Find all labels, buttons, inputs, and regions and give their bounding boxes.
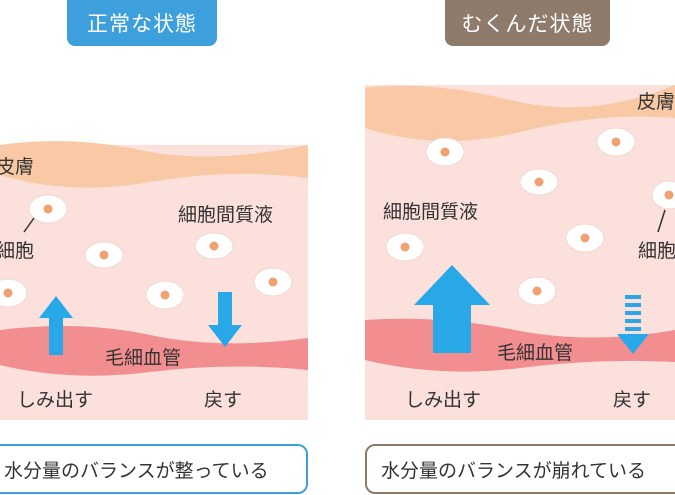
left-seep-arrow — [39, 296, 73, 355]
left-fluid-label: 細胞間質液 — [178, 204, 274, 226]
cell — [0, 278, 28, 308]
left-cell-label: 細胞 — [0, 240, 35, 262]
right-capillary-label: 毛細血管 — [497, 342, 574, 364]
left-cell-pointer-line — [23, 217, 35, 233]
swollen-state-caption: 水分量のバランスが崩れている — [365, 444, 675, 494]
left-skin-label: 皮膚 — [0, 156, 35, 178]
right-skin-label: 皮膚 — [637, 91, 675, 113]
left-capillary-label: 毛細血管 — [105, 347, 182, 369]
left-seep-label: しみ出す — [17, 389, 94, 411]
right-cell-label: 細胞 — [638, 240, 675, 262]
right-return-arrow-dashed — [617, 295, 649, 354]
left-capillary — [0, 326, 308, 376]
normal-state-caption: 水分量のバランスが整っている — [0, 444, 308, 494]
left-cell-nuclei — [3, 204, 278, 300]
right-fluid-label: 細胞間質液 — [383, 201, 479, 223]
right-skin-layer — [365, 85, 675, 142]
left-skin-layer — [0, 141, 308, 188]
left-return-arrow — [208, 292, 242, 347]
right-panel-illustration — [365, 85, 675, 420]
left-return-label: 戻す — [204, 389, 243, 411]
right-return-label: 戻す — [613, 389, 652, 411]
right-seep-label: しみ出す — [405, 389, 482, 411]
cell — [651, 180, 675, 210]
right-cell-nuclei — [400, 137, 674, 296]
right-seep-arrow-large — [414, 265, 490, 353]
left-panel-illustration — [0, 141, 308, 420]
right-cell-pointer-line — [657, 209, 666, 233]
swollen-state-title: むくんだ状態 — [445, 0, 610, 46]
normal-state-title: 正常な状態 — [67, 0, 217, 46]
